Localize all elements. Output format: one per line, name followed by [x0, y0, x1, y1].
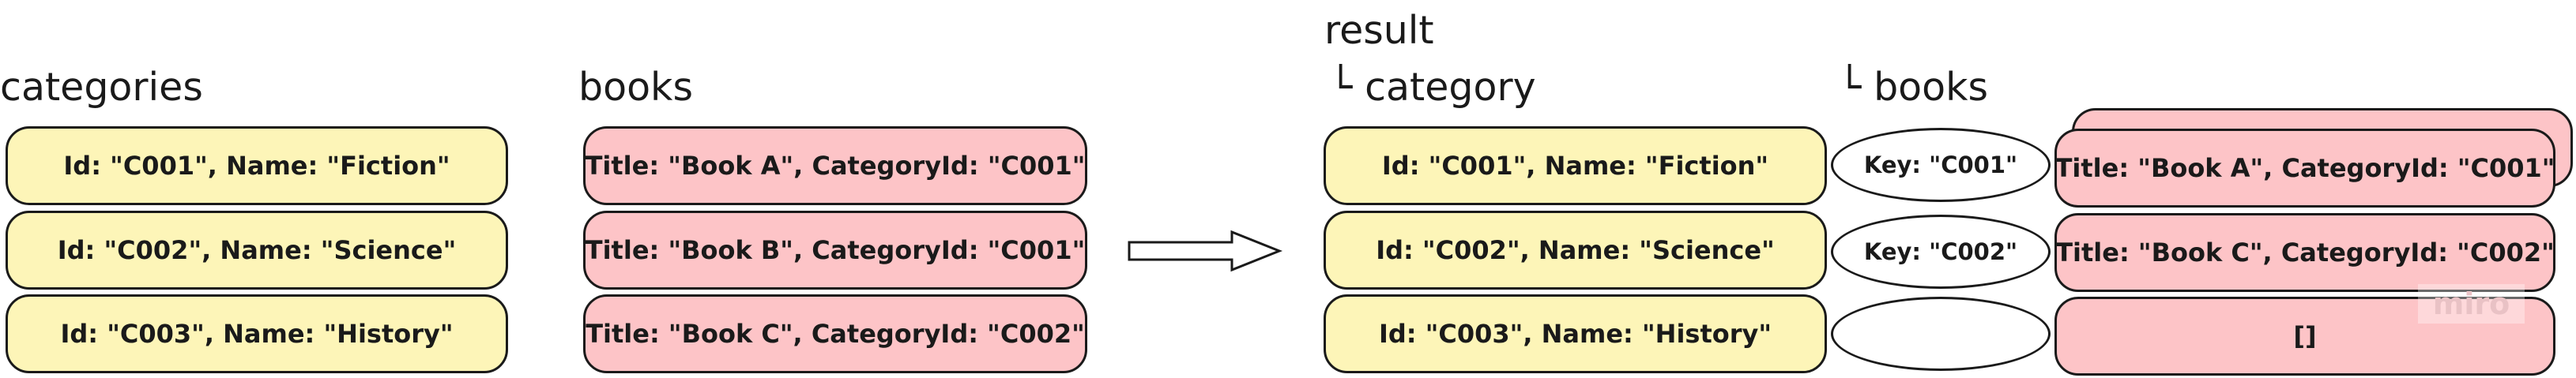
result-title: result: [1324, 8, 1434, 53]
book-row-2: Title: "Book B", CategoryId: "C001": [583, 211, 1087, 290]
category-row-2: Id: "C002", Name: "Science": [6, 211, 508, 290]
result-key-2: Key: "C002": [1831, 215, 2051, 289]
category-row-1: Id: "C001", Name: "Fiction": [6, 126, 508, 205]
miro-watermark: miro: [2418, 284, 2525, 324]
result-book-row-1: Title: "Book A", CategoryId: "C001": [2054, 129, 2555, 208]
transform-arrow-icon: [1128, 230, 1283, 272]
categories-title: categories: [0, 65, 203, 110]
result-category-row-2: Id: "C002", Name: "Science": [1324, 211, 1827, 290]
category-row-3: Id: "C003", Name: "History": [6, 294, 508, 373]
result-key-1: Key: "C001": [1831, 128, 2051, 202]
result-book-row-3: []: [2054, 297, 2555, 376]
result-category-row-1: Id: "C001", Name: "Fiction": [1324, 126, 1827, 205]
result-books-label: └ books: [1838, 65, 1989, 110]
book-row-1: Title: "Book A", CategoryId: "C001": [583, 126, 1087, 205]
result-book-row-2: Title: "Book C", CategoryId: "C002": [2054, 213, 2555, 292]
books-title: books: [578, 65, 693, 110]
result-category-row-3: Id: "C003", Name: "History": [1324, 294, 1827, 373]
result-key-3: [1831, 297, 2051, 371]
book-row-3: Title: "Book C", CategoryId: "C002": [583, 294, 1087, 373]
result-category-label: └ category: [1329, 65, 1536, 110]
